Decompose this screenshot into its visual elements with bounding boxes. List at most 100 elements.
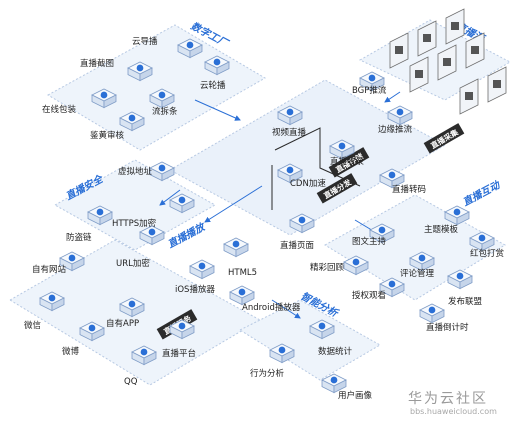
cube-service-icon [238, 288, 246, 296]
cube-right-4 [161, 94, 175, 109]
node-label: HTML5 [228, 268, 257, 278]
cube-right-14 [99, 211, 113, 226]
cube-service-icon [186, 41, 194, 49]
service-node[interactable]: Android播放器 [229, 285, 301, 313]
cube-right-12 [161, 167, 175, 182]
service-node[interactable]: 精彩回顾 [310, 255, 369, 276]
service-node[interactable]: QQ [124, 345, 157, 387]
service-node[interactable]: 流拆条 [149, 88, 178, 117]
service-node[interactable]: 直播收录 [329, 139, 365, 167]
service-node[interactable]: 直播转码 [379, 168, 426, 195]
service-node[interactable]: 微信 [24, 291, 65, 331]
node-label: URL加密 [116, 258, 150, 269]
source-device [417, 20, 437, 57]
service-node[interactable]: 直播平台 [162, 319, 196, 359]
service-node[interactable]: 直播截图 [80, 58, 153, 82]
node-label: 直播页面 [280, 240, 315, 251]
service-node[interactable]: 视频直播 [272, 105, 307, 138]
service-node[interactable]: 直播页面 [280, 213, 315, 251]
cube-service-icon [140, 348, 148, 356]
service-node[interactable]: 主题模板 [424, 205, 470, 235]
node-label: 视频直播 [272, 127, 307, 138]
source-device [409, 56, 429, 93]
device-screen-icon [471, 46, 479, 54]
node-label: 图文主持 [352, 236, 387, 247]
service-node[interactable]: 鉴黄审核 [90, 111, 145, 141]
service-node[interactable]: 用户画像 [321, 373, 373, 401]
link-cdn-main [274, 127, 361, 187]
service-node[interactable]: 自有网站 [32, 251, 85, 275]
device-screen-icon [415, 70, 423, 78]
link-factory-to-core [194, 99, 241, 121]
cube-service-icon [418, 254, 426, 262]
node-label: 发布联盟 [448, 296, 483, 307]
node-label: 用户画像 [338, 390, 373, 401]
service-node[interactable]: 图文主持 [352, 223, 395, 247]
service-node[interactable]: 红包打赏 [469, 231, 504, 259]
service-node[interactable]: 在线包装 [42, 88, 117, 115]
service-node[interactable]: HTTPS加密 [112, 193, 195, 229]
node-label: QQ [124, 377, 138, 387]
cube-right-32 [181, 325, 195, 340]
service-node[interactable]: 云导播 [132, 36, 203, 59]
source-device [437, 44, 457, 81]
link-cdn-to-play [204, 185, 263, 223]
node-label: 流拆条 [152, 106, 178, 117]
node-label: 微信 [24, 320, 42, 331]
cube-right-34 [321, 325, 335, 340]
service-node[interactable]: 自有APP [106, 297, 145, 329]
cube-right-25 [431, 309, 445, 324]
cube-right-10 [289, 169, 303, 184]
node-label: 授权观看 [352, 290, 386, 301]
service-node[interactable]: 直播倒计时 [419, 303, 469, 333]
cube-service-icon [456, 272, 464, 280]
cube-right-1 [139, 67, 153, 82]
service-node[interactable]: 虚拟地址 [118, 161, 175, 182]
cube-right-24 [459, 275, 473, 290]
service-node[interactable]: 授权观看 [352, 277, 405, 301]
cube-right-33 [143, 351, 157, 366]
service-node[interactable]: BGP推流 [352, 71, 387, 96]
device-screen-icon [451, 22, 459, 30]
node-label: 主题模板 [424, 224, 459, 235]
service-node[interactable]: 行为分析 [250, 343, 295, 379]
node-label: 精彩回顾 [310, 262, 345, 273]
service-node[interactable]: 数据统计 [309, 319, 353, 357]
cube-service-icon [278, 346, 286, 354]
cube-right-30 [131, 303, 145, 318]
service-node[interactable]: 边缘推流 [378, 105, 413, 135]
cube-service-icon [352, 258, 360, 266]
service-node[interactable]: 云轮播 [200, 55, 230, 91]
cube-service-icon [478, 234, 486, 242]
device-screen-icon [395, 46, 403, 54]
cube-service-icon [48, 294, 56, 302]
cube-service-icon [96, 208, 104, 216]
cube-right-28 [241, 291, 255, 306]
cube-right-26 [71, 257, 85, 272]
device-screen-icon [443, 58, 451, 66]
service-node[interactable]: HTML5 [223, 237, 257, 278]
source-device [389, 32, 409, 69]
service-node[interactable]: iOS播放器 [175, 259, 215, 295]
cube-service-icon [318, 322, 326, 330]
source-device [465, 32, 485, 69]
node-label: HTTPS加密 [112, 218, 157, 229]
cube-right-11 [391, 174, 405, 189]
service-node[interactable]: 发布联盟 [447, 269, 483, 307]
service-node[interactable]: 防盗链 [66, 205, 113, 243]
cube-right-29 [51, 297, 65, 312]
service-node[interactable]: 微博 [62, 321, 105, 357]
node-label: 直播截图 [80, 58, 114, 69]
cube-right-20 [481, 237, 495, 252]
zones [9, 19, 512, 386]
cube-service-icon [213, 58, 221, 66]
source-device [487, 66, 507, 103]
service-node[interactable]: URL加密 [116, 225, 165, 269]
node-label: 云导播 [132, 36, 158, 47]
service-node[interactable]: CDN加速 [277, 163, 326, 189]
node-label: 直播平台 [162, 348, 196, 359]
cube-service-icon [298, 216, 306, 224]
service-node[interactable]: 评论管理 [400, 251, 435, 279]
node-label: BGP推流 [352, 85, 387, 96]
node-label: CDN加速 [290, 178, 326, 189]
